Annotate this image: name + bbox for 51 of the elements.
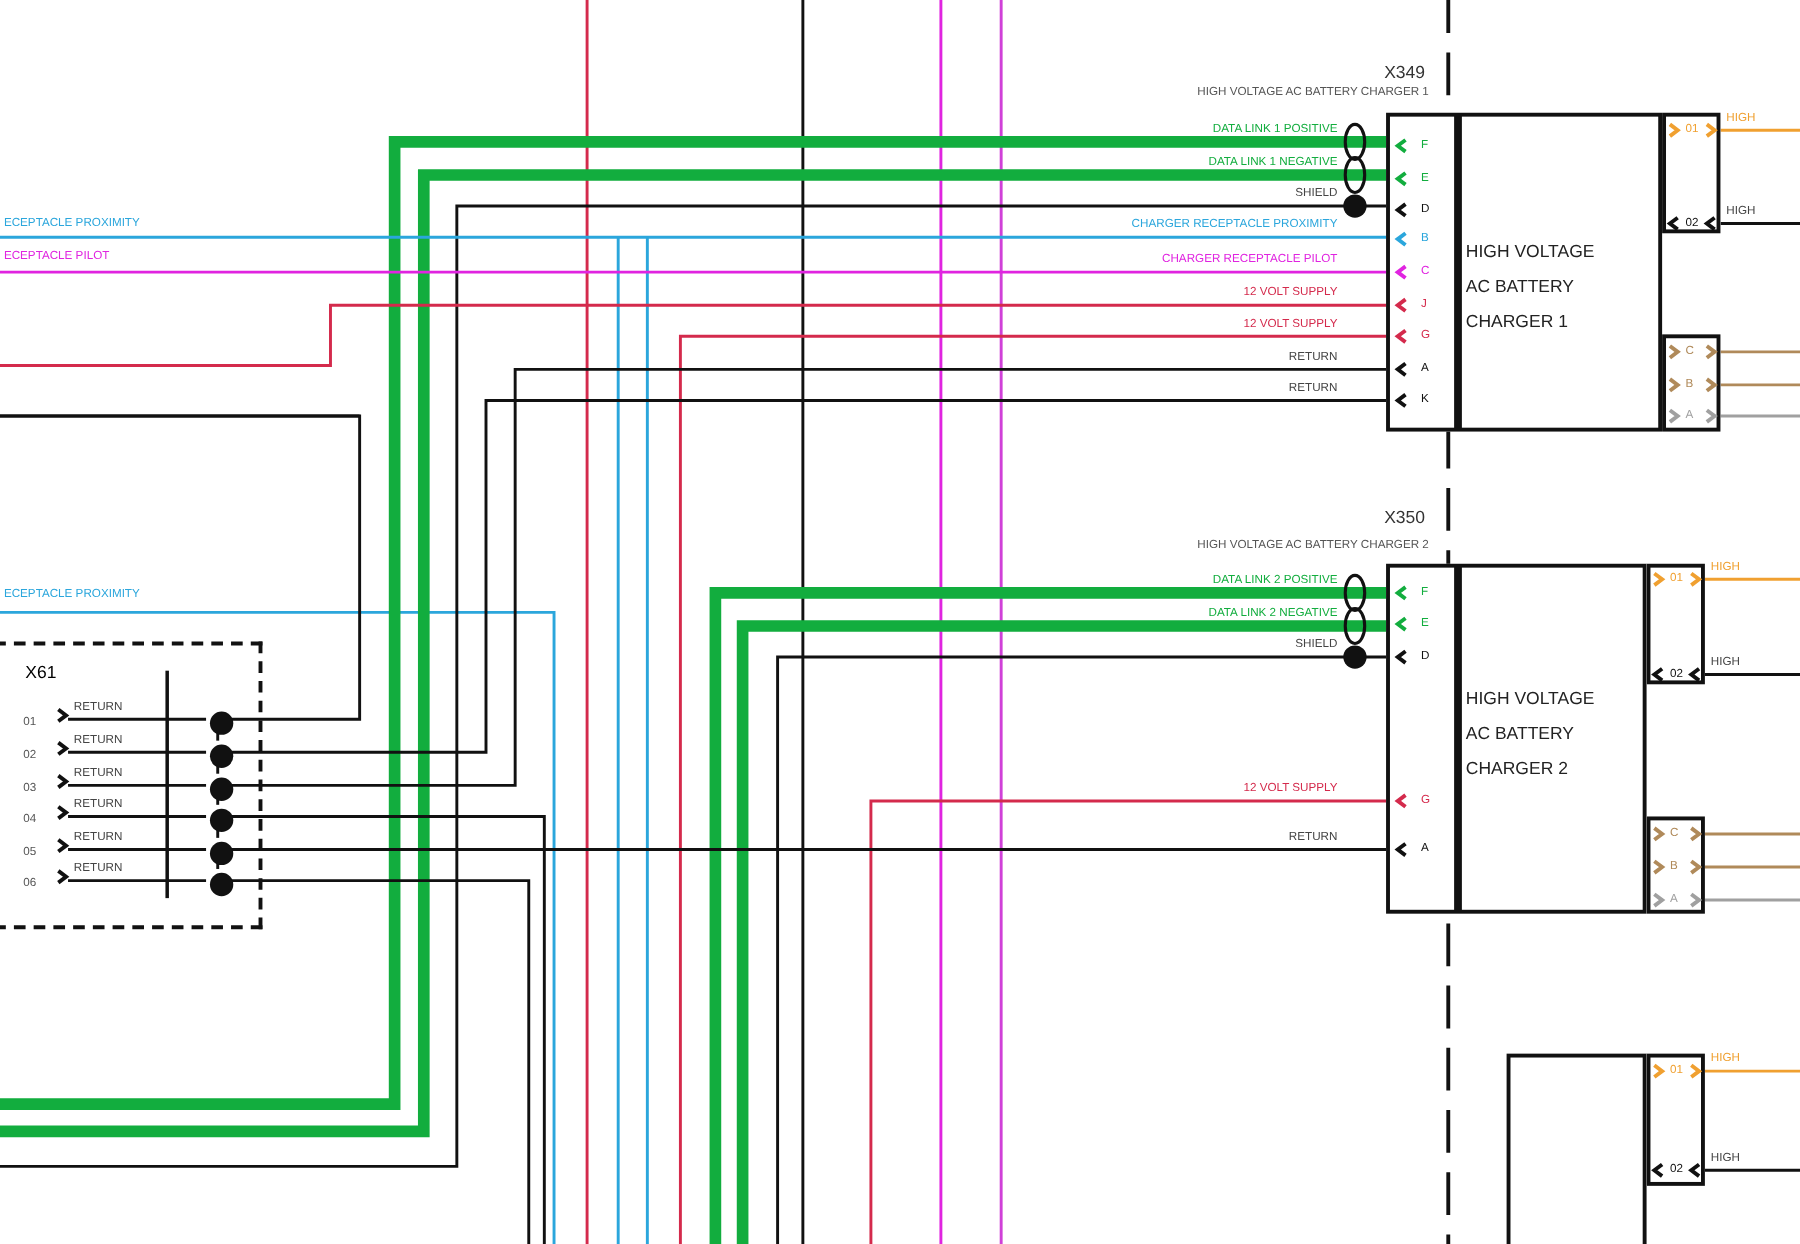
wire (0, 414, 362, 721)
wire (1720, 383, 1800, 387)
connector-pin-block (1386, 563, 1458, 914)
wire (68, 750, 207, 754)
splice-dot (209, 808, 234, 833)
splice-dot (209, 711, 234, 735)
wire (1720, 222, 1800, 225)
wire (229, 367, 1387, 787)
connector-box (1646, 563, 1705, 685)
charger-box (1458, 112, 1663, 432)
wire (68, 717, 207, 721)
wire (229, 815, 546, 1244)
connector-box (1646, 816, 1705, 914)
wire (1720, 414, 1800, 418)
wire (68, 783, 207, 787)
wire (0, 270, 1387, 274)
wire (1704, 1069, 1800, 1073)
wire (1704, 673, 1800, 677)
splice-dot (209, 777, 234, 801)
connector-id: X61 (25, 664, 57, 683)
wire (1704, 865, 1800, 869)
component-label: HIGH VOLTAGE AC BATTERY CHARGER 2 (1465, 686, 1597, 782)
charger-box (1458, 563, 1647, 914)
wire (1704, 1168, 1800, 1172)
splice-dot (209, 872, 234, 897)
connector-box (1646, 1053, 1705, 1186)
wire (229, 399, 1387, 754)
connector-pin-block (1386, 112, 1458, 432)
splice-dot (209, 744, 234, 768)
wire (869, 799, 1387, 1244)
wire (1704, 832, 1800, 836)
wire (1704, 898, 1800, 902)
splice-dot (209, 841, 234, 866)
wire (1704, 577, 1800, 581)
connector-id: X350 (1384, 509, 1425, 527)
wire (229, 879, 531, 1244)
wire (229, 848, 1387, 851)
wire (68, 879, 207, 883)
connector-id: X349 (1384, 64, 1425, 82)
connector-box (1662, 112, 1721, 234)
connector-box (1662, 334, 1721, 432)
module-box (1506, 1053, 1647, 1244)
connector-outline (0, 641, 263, 930)
wire (678, 334, 1387, 1244)
wire (68, 815, 207, 818)
wire (0, 303, 1387, 367)
wire (68, 848, 207, 851)
wire (1720, 128, 1800, 132)
component-label: HIGH VOLTAGE AC BATTERY CHARGER 1 (1465, 239, 1597, 335)
wire (0, 235, 1387, 239)
wire (1720, 350, 1800, 354)
